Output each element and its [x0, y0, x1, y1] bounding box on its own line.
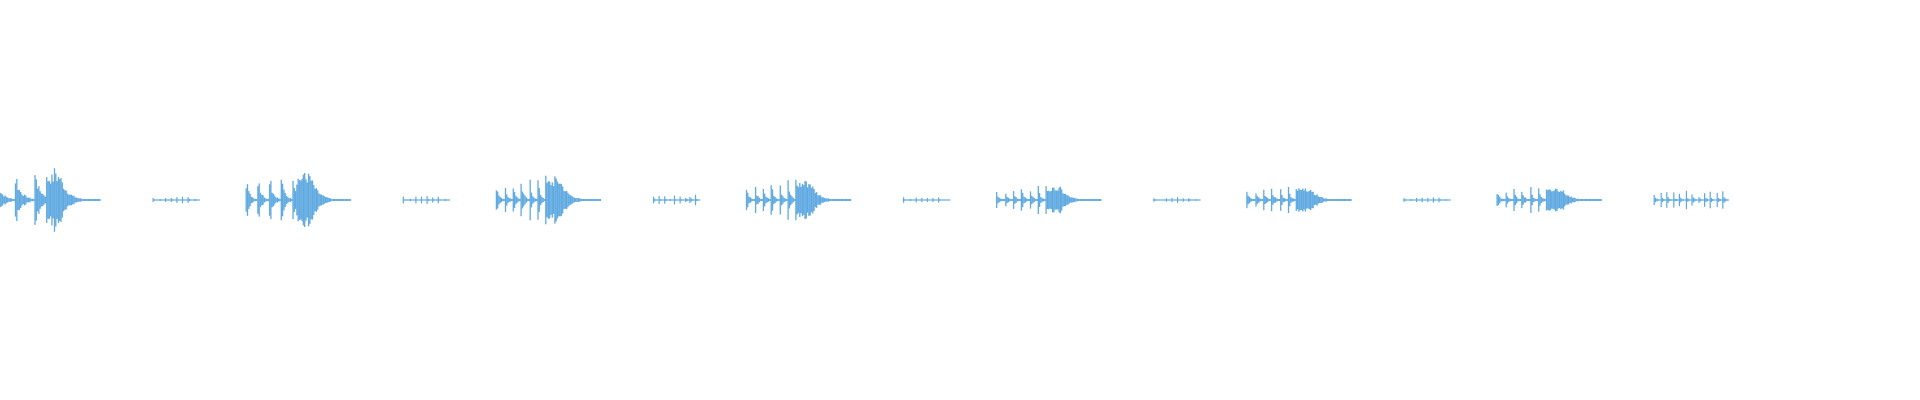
waveform-loud-segment	[1246, 186, 1352, 214]
waveform-bars	[0, 168, 1730, 232]
waveform-loud-segment	[495, 175, 602, 225]
waveform-quiet-segment	[1153, 197, 1201, 203]
waveform-loud-segment	[996, 186, 1102, 214]
waveform-quiet-segment	[152, 196, 200, 204]
waveform-loud-segment	[0, 168, 101, 232]
waveform-quiet-segment	[902, 197, 951, 203]
waveform-loud-segment	[745, 179, 852, 221]
waveform-quiet-segment	[1403, 197, 1451, 203]
waveform-loud-segment	[1496, 187, 1602, 213]
waveform-quiet-segment	[402, 196, 451, 204]
waveform-quiet-segment	[1653, 190, 1730, 210]
waveform-loud-segment	[245, 173, 351, 227]
waveform-quiet-segment	[652, 194, 701, 206]
